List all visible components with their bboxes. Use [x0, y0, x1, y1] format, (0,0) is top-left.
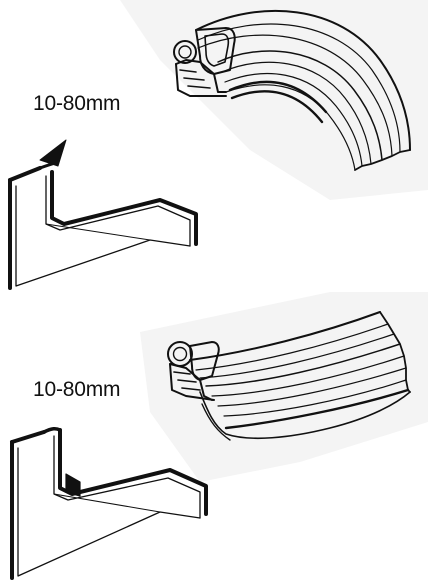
- sheet-edge-with-notch-icon: [10, 426, 208, 580]
- sheet-edge-with-arrow-icon: [8, 139, 198, 290]
- seal-profile-icon: [167, 311, 411, 441]
- seal-diagram-bottom: 10-80mm: [0, 292, 428, 582]
- seal-profile-icon: [173, 9, 411, 171]
- seal-diagram-top: 10-80mm: [0, 0, 428, 290]
- seal-backdrop-shading: [120, 0, 428, 200]
- dimension-label: 10-80mm: [33, 378, 121, 401]
- dimension-label: 10-80mm: [33, 92, 121, 115]
